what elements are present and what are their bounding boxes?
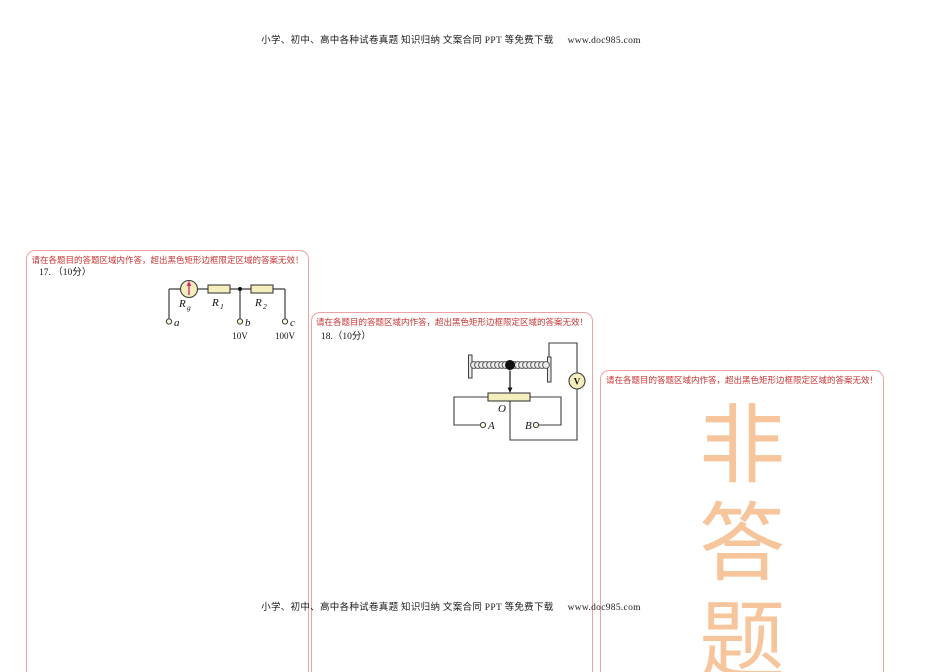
terminal-b (236, 318, 244, 325)
header-site-url: www.doc985.com (567, 36, 641, 46)
terminal-a (165, 318, 173, 325)
watermark-char: 题 (699, 594, 785, 672)
spring-left (470, 361, 510, 369)
terminal-c-label: c (290, 317, 295, 329)
answer-notice: 请在各题目的答题区域内作答，超出黑色矩形边框限定区域的答案无效！ (605, 375, 878, 385)
answer-box-non-answer: 请在各题目的答题区域内作答，超出黑色矩形边框限定区域的答案无效！ 非 答 题 (600, 370, 884, 672)
diagram-wires (453, 342, 578, 441)
r1-label-sub: 1 (220, 302, 224, 311)
watermark-char: 答 (699, 496, 785, 592)
footer: 小学、初中、高中各种试卷真题 知识归纳 文案合同 PPT 等免费下载 www.do… (0, 599, 902, 613)
resistor-r2 (250, 284, 274, 294)
galvanometer-label: R (178, 298, 186, 310)
r2-label: R (254, 297, 262, 309)
voltage-c-label: 100V (275, 331, 296, 341)
r1-label: R (211, 297, 219, 309)
answer-box-q17: 请在各题目的答题区域内作答，超出黑色矩形边框限定区域的答案无效！ 17. （10… (26, 250, 309, 672)
resistor-r1 (207, 284, 231, 294)
galvanometer-label-sub: g (187, 303, 191, 312)
terminal-A-label: A (487, 420, 495, 432)
q17-circuit-diagram: R g R 1 R 2 a b c 10V 100V (165, 279, 296, 341)
watermark-char: 非 (699, 398, 785, 494)
voltmeter-icon: V (568, 372, 586, 390)
junction-dot (238, 287, 242, 291)
slider-arrow (507, 370, 513, 393)
header-text: 小学、初中、高中各种试卷真题 知识归纳 文案合同 PPT 等免费下载 (261, 36, 554, 46)
voltmeter-label: V (574, 377, 581, 387)
answer-notice: 请在各题目的答题区域内作答，超出黑色矩形边框限定区域的答案无效！ (31, 255, 304, 265)
terminal-B-label: B (525, 420, 532, 432)
ball (505, 360, 515, 370)
r2-label-sub: 2 (263, 302, 267, 311)
question-18-label: 18.（10分） (321, 332, 371, 342)
header: 小学、初中、高中各种试卷真题 知识归纳 文案合同 PPT 等免费下载 www.do… (0, 32, 902, 46)
question-17-label: 17. （10分） (39, 268, 92, 278)
non-answer-watermark: 非 答 题 (601, 397, 883, 672)
footer-text: 小学、初中、高中各种试卷真题 知识归纳 文案合同 PPT 等免费下载 (261, 603, 554, 613)
voltage-b-label: 10V (232, 331, 248, 341)
answer-box-q18: 请在各题目的答题区域内作答，超出黑色矩形边框限定区域的答案无效！ 18.（10分… (311, 312, 593, 672)
answer-notice: 请在各题目的答题区域内作答，超出黑色矩形边框限定区域的答案无效！ (315, 317, 588, 327)
footer-site-url: www.doc985.com (567, 603, 641, 613)
slider-point-label: O (498, 403, 506, 415)
terminal-B (532, 421, 540, 429)
terminal-A (479, 421, 487, 429)
q18-experiment-diagram: V O A B (453, 342, 586, 441)
terminal-c (281, 318, 289, 325)
terminal-b-label: b (245, 317, 251, 329)
right-plate (547, 356, 552, 383)
spring-right (510, 361, 550, 369)
terminal-a-label: a (174, 317, 180, 329)
rheostat (487, 392, 531, 402)
galvanometer-icon (179, 279, 199, 299)
